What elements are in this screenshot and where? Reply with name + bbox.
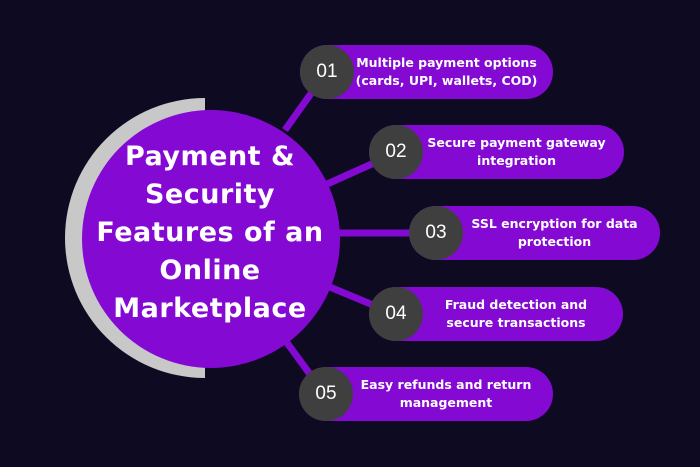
- feature-item-02: 02 Secure payment gateway integration: [369, 125, 624, 179]
- title-line: Marketplace: [113, 293, 307, 324]
- feature-text: SSL encryption for data protection: [471, 216, 638, 249]
- feature-item-05: 05 Easy refunds and return management: [299, 367, 553, 421]
- feature-text: Secure payment gateway integration: [427, 135, 606, 168]
- feature-item-03: 03 SSL encryption for data protection: [409, 206, 660, 260]
- number-badge: 01: [300, 45, 354, 99]
- title-line: Features of an: [96, 217, 324, 248]
- title-line: Online: [159, 255, 261, 286]
- title-line: Security: [144, 179, 276, 210]
- number-badge: 02: [369, 125, 423, 179]
- feature-item-04: 04 Fraud detection and secure transactio…: [369, 287, 623, 341]
- feature-item-01: 01 Multiple payment options (cards, UPI,…: [300, 45, 553, 99]
- central-circle: [82, 110, 340, 368]
- central-title: Payment & Security Features of an Online…: [85, 138, 335, 328]
- feature-text: Easy refunds and return management: [360, 377, 532, 410]
- feature-text: Multiple payment options (cards, UPI, wa…: [355, 55, 538, 88]
- number-badge: 03: [409, 206, 463, 260]
- number-badge: 04: [369, 287, 423, 341]
- feature-text: Fraud detection and secure transactions: [444, 297, 588, 330]
- number-badge: 05: [299, 367, 353, 421]
- title-line: Payment &: [124, 141, 296, 172]
